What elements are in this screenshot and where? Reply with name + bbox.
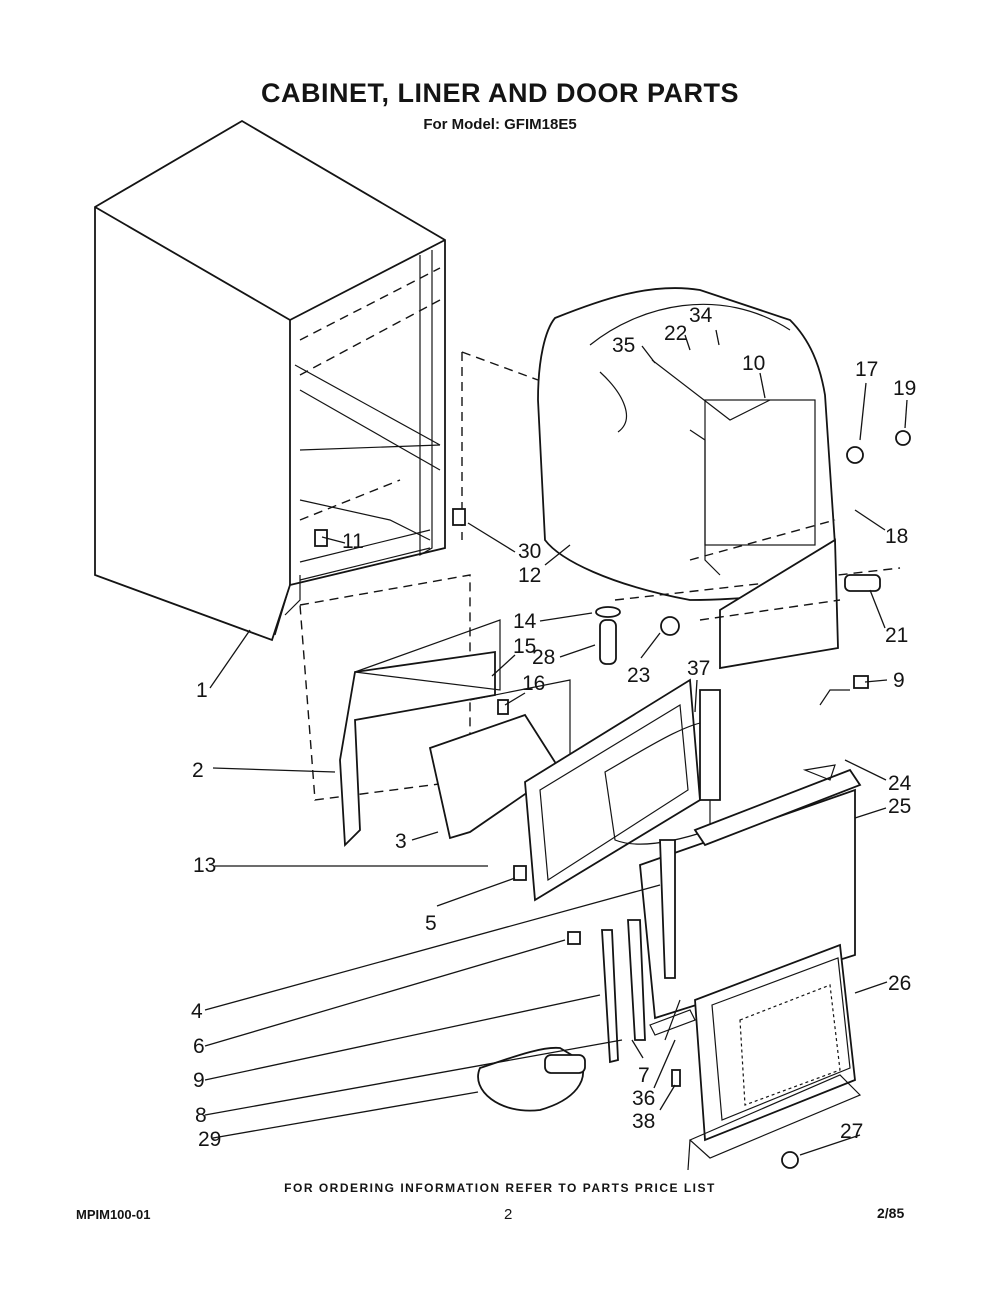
callout-9-left: 9 <box>193 1069 205 1092</box>
callout-11: 11 <box>342 530 364 553</box>
callout-1: 1 <box>196 679 208 702</box>
callout-22: 22 <box>664 322 687 345</box>
callout-10: 10 <box>742 352 765 375</box>
page-number: 2 <box>504 1206 513 1223</box>
model-subtitle: For Model: GFIM18E5 <box>423 116 577 133</box>
callout-36: 36 <box>632 1087 655 1110</box>
ordering-note: FOR ORDERING INFORMATION REFER TO PARTS … <box>284 1181 716 1195</box>
liner-drawing <box>461 287 901 601</box>
callout-4: 4 <box>191 1000 203 1023</box>
callout-26: 26 <box>888 972 911 995</box>
callout-16: 16 <box>522 672 545 695</box>
callout-6: 6 <box>193 1035 205 1058</box>
callout-7: 7 <box>638 1064 650 1087</box>
callout-numbers: 1 2 3 4 5 6 7 8 9 9 10 11 12 13 14 15 16… <box>191 304 916 1151</box>
revision-date: 2/85 <box>877 1205 905 1221</box>
callout-15: 15 <box>513 635 536 658</box>
callout-24: 24 <box>888 772 912 795</box>
callout-12: 12 <box>518 564 541 587</box>
callout-37: 37 <box>687 657 710 680</box>
callout-8: 8 <box>195 1104 207 1127</box>
door-assembly-drawing <box>299 574 862 1171</box>
callout-34: 34 <box>689 304 713 327</box>
callout-9-right: 9 <box>893 669 905 692</box>
callout-23: 23 <box>627 664 650 687</box>
callout-2: 2 <box>192 759 204 782</box>
page-title: CABINET, LINER AND DOOR PARTS <box>260 78 739 108</box>
callout-5: 5 <box>425 912 437 935</box>
callout-29: 29 <box>198 1128 221 1151</box>
callout-3: 3 <box>395 830 407 853</box>
callout-21: 21 <box>885 624 908 647</box>
callout-14: 14 <box>513 610 537 633</box>
callout-leaders <box>204 329 908 1156</box>
document-number: MPIM100-01 <box>76 1207 151 1222</box>
callout-19: 19 <box>893 377 916 400</box>
evaporator-box-drawing <box>699 538 841 670</box>
callout-18: 18 <box>885 525 908 548</box>
callout-30: 30 <box>518 540 541 563</box>
callout-27: 27 <box>840 1120 863 1143</box>
callout-13: 13 <box>193 854 216 877</box>
callout-35: 35 <box>612 334 635 357</box>
cabinet-drawing <box>94 119 446 642</box>
callout-28: 28 <box>532 646 555 669</box>
callout-38: 38 <box>632 1110 655 1133</box>
small-parts-drawing <box>314 430 911 1169</box>
callout-25: 25 <box>888 795 911 818</box>
callout-17: 17 <box>855 358 878 381</box>
